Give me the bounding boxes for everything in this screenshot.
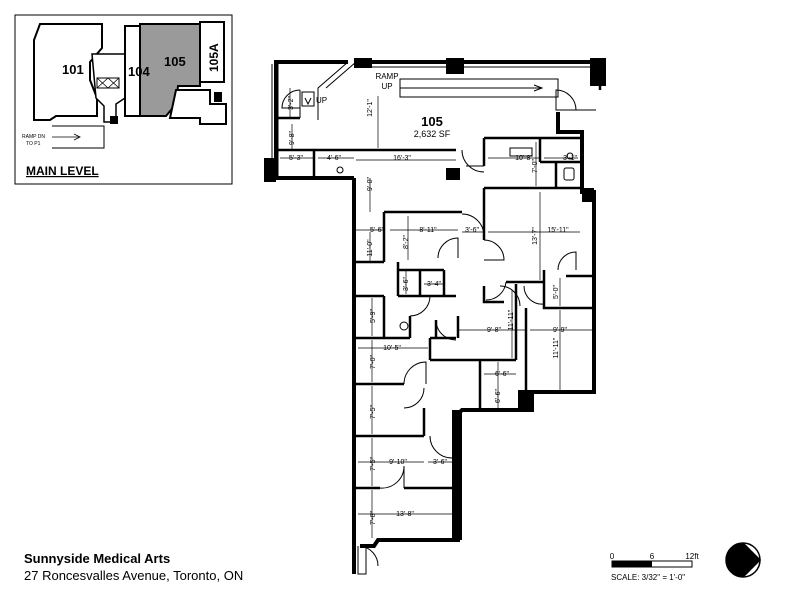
dimension-labels: 3'-2" 12'-1" 9'-8" 5'-3" 4'-6" 16'-3" 10… bbox=[288, 96, 577, 525]
dim-label: 6'-6" bbox=[495, 371, 509, 378]
dim-label: 10'-8" bbox=[515, 155, 533, 162]
dimension-lines bbox=[280, 88, 592, 538]
dim-label: 9'-8" bbox=[487, 327, 501, 334]
suite-number: 105 bbox=[421, 114, 443, 129]
key-ramp-note-2: TO P1 bbox=[26, 141, 41, 147]
scale-caption: SCALE: 3/32" = 1'-0" bbox=[611, 573, 685, 582]
dim-label: 3'-4" bbox=[427, 281, 441, 288]
columns bbox=[264, 58, 606, 540]
door-swings bbox=[281, 89, 596, 575]
dim-label: 9'-8" bbox=[289, 131, 296, 145]
dim-label: 3'-1" bbox=[563, 155, 577, 162]
scale-tick-12: 12ft bbox=[685, 552, 699, 561]
stair-up-marker: UP bbox=[301, 91, 327, 107]
dim-label: 11'-11" bbox=[553, 337, 560, 358]
key-lower-units bbox=[168, 89, 227, 125]
dim-label: 11'-11" bbox=[508, 309, 515, 330]
key-unit-104 bbox=[124, 25, 141, 117]
key-label-105a: 105A bbox=[207, 43, 221, 72]
dim-label: 8'-2" bbox=[403, 235, 410, 249]
dim-label: 13'-7" bbox=[532, 227, 539, 245]
key-label-104: 104 bbox=[128, 64, 150, 79]
dim-label: 3'-6" bbox=[403, 277, 410, 291]
window-band bbox=[271, 64, 596, 176]
dim-label: 8'-11" bbox=[419, 227, 437, 234]
key-unit-105a bbox=[199, 21, 225, 83]
key-elevators bbox=[96, 77, 120, 89]
ramp-label-2: UP bbox=[381, 82, 392, 91]
key-label-101: 101 bbox=[62, 62, 84, 77]
dim-label: 10'-5" bbox=[383, 345, 401, 352]
scale-tick-6: 6 bbox=[650, 552, 655, 561]
dim-label: 5'-0" bbox=[553, 285, 560, 299]
key-label-105: 105 bbox=[164, 54, 186, 69]
dim-label: 9'-10" bbox=[389, 459, 407, 466]
key-ramp-note-1: RAMP DN bbox=[22, 134, 45, 140]
ramp bbox=[317, 61, 559, 120]
suite-area: 2,632 SF bbox=[414, 129, 451, 139]
up-label: UP bbox=[316, 96, 327, 105]
building-address: 27 Roncesvalles Avenue, Toronto, ON bbox=[24, 568, 244, 583]
dim-label: 5'-3" bbox=[289, 155, 303, 162]
interior-walls bbox=[276, 86, 602, 490]
key-plan-title: MAIN LEVEL bbox=[26, 164, 99, 178]
dim-label: 9'-9" bbox=[553, 327, 567, 334]
key-unit-101 bbox=[33, 23, 103, 121]
north-arrow-icon bbox=[725, 542, 762, 578]
dim-label: 16'-3" bbox=[393, 155, 411, 162]
dim-label: 3'-6" bbox=[433, 459, 447, 466]
dim-label: 15'-11" bbox=[547, 227, 569, 234]
scale-tick-0: 0 bbox=[610, 552, 615, 561]
dim-label: 7'-5" bbox=[370, 405, 377, 419]
dim-label: 12'-1" bbox=[367, 99, 374, 117]
building-name: Sunnyside Medical Arts bbox=[24, 551, 171, 566]
dim-label: 13'-8" bbox=[396, 511, 414, 518]
fixtures bbox=[336, 147, 575, 331]
dim-label: 7'-0" bbox=[532, 159, 539, 173]
dim-label: 5'-6" bbox=[370, 227, 384, 234]
dim-label: 7'-5" bbox=[370, 457, 377, 471]
dim-label: 11'-0" bbox=[367, 239, 374, 257]
dim-label: 6'-6" bbox=[495, 389, 502, 403]
ramp-label-1: RAMP bbox=[375, 72, 398, 81]
dim-label: 4'-6" bbox=[327, 155, 341, 162]
dim-label: 5'-9" bbox=[370, 309, 377, 323]
dim-label: 3'-6" bbox=[465, 227, 479, 234]
dim-label: 9'-0" bbox=[367, 177, 374, 191]
dim-label: 3'-2" bbox=[288, 96, 295, 110]
dim-label: 7'-8" bbox=[370, 511, 377, 525]
dim-label: 7'-0" bbox=[370, 355, 377, 369]
key-plan: 101 104 105 105A RAMP DN TO P1 MAIN LEVE… bbox=[14, 14, 233, 185]
scale-bar: 0 6 12ft SCALE: 3/32" = 1'-0" bbox=[610, 552, 700, 582]
